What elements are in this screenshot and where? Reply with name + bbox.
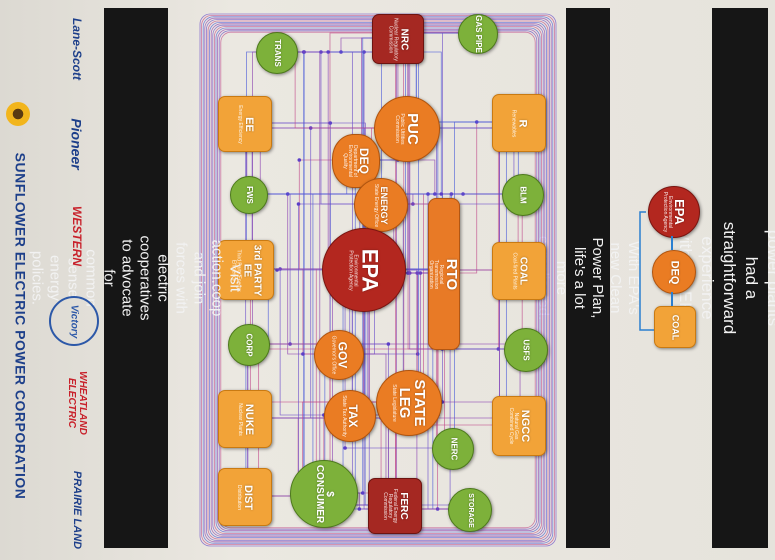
- wire-junction: [439, 192, 444, 196]
- wire-junction: [301, 352, 305, 356]
- prairie-land-logo: PRAIRIE LAND: [71, 470, 84, 550]
- connection-wire: [245, 268, 323, 494]
- middle-band: With EPA's new Clean Power Plan, life's …: [535, 8, 642, 548]
- wheatland-logo: WHEATLAND ELECTRIC: [66, 371, 89, 435]
- wire-junction: [297, 158, 302, 162]
- storage-node: STORAGE: [448, 488, 492, 532]
- simple-coal-node: COAL: [654, 306, 696, 348]
- sunflower-icon: [6, 102, 30, 126]
- blm-node: BLM: [502, 174, 544, 216]
- fws-node: FWS: [230, 176, 268, 214]
- victory-logo: Victory: [46, 286, 102, 356]
- wire-junction: [357, 507, 362, 511]
- pioneer-logo: Pioneer: [69, 118, 86, 170]
- flow-arrow: [639, 211, 654, 331]
- connection-wire: [276, 51, 522, 195]
- wire-junction: [296, 202, 301, 206]
- footer-line-2: electric cooperatives to advocate for: [101, 235, 173, 321]
- usfs-node: USFS: [504, 328, 548, 372]
- western-logo: WESTERN: [70, 206, 84, 266]
- connection-wire: [244, 122, 248, 345]
- wire-junction: [386, 342, 391, 346]
- wire-junction: [360, 491, 365, 495]
- consumer-node: $ CONSUMER: [290, 460, 358, 528]
- simple-deq-node: DEQ: [652, 250, 696, 294]
- wire-junction: [326, 50, 330, 54]
- lane-scott-logo: Lane-Scott: [70, 17, 85, 81]
- header-band: Until now, power plants had a straightfo…: [676, 8, 775, 548]
- corp-node: CORP: [228, 324, 270, 366]
- nerc-node: NERC: [432, 428, 474, 470]
- footer-line-1: Visit action.coop and join forces with: [173, 239, 245, 317]
- sunflower-logo: SUNFLOWER ELECTRIC POWER CORPORATION: [12, 152, 29, 500]
- wire-junction: [343, 446, 347, 450]
- gas-pipe-node: GAS PIPE: [458, 14, 498, 54]
- footer-band: Visit action.coop and join forces with e…: [29, 8, 244, 548]
- trans-node: TRANS: [256, 32, 298, 74]
